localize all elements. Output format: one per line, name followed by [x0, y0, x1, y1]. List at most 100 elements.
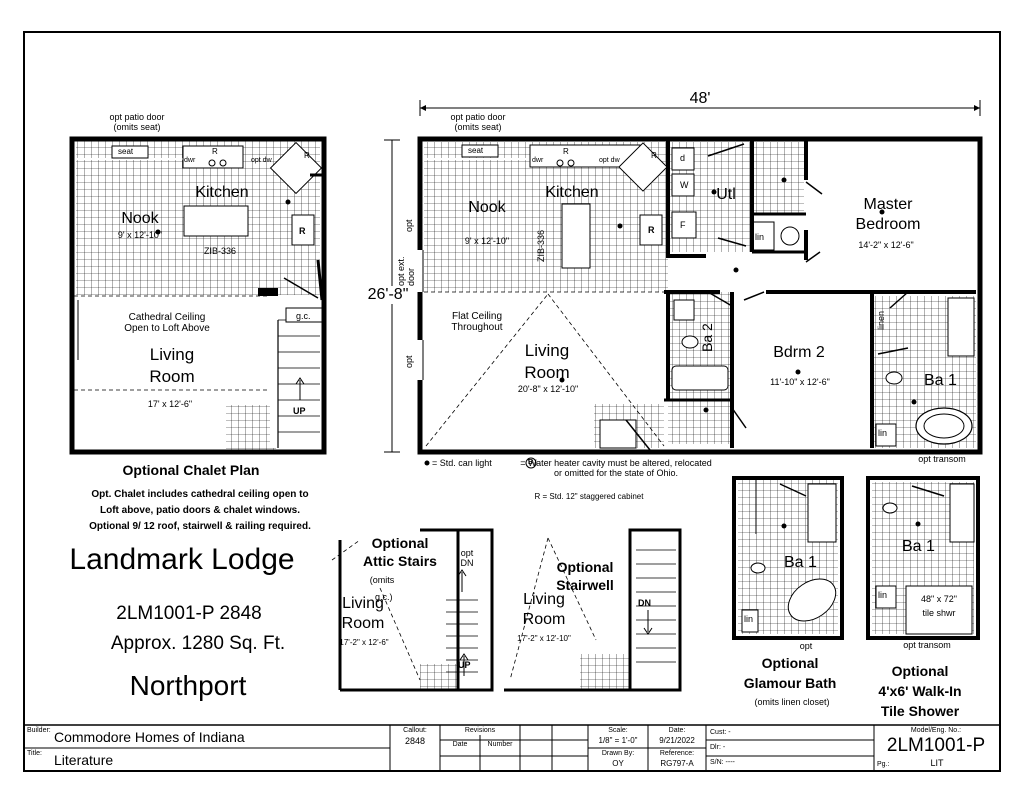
- main-opt-dw-label: opt dw: [599, 157, 620, 164]
- main-island: [561, 203, 591, 269]
- chalet-up-label: UP: [293, 406, 306, 416]
- legend-can-light: = Std. can light: [432, 458, 492, 468]
- chalet-seat-label: seat: [118, 147, 134, 156]
- chalet-plan-title: Optional Chalet Plan: [122, 462, 260, 478]
- legend-heater-note: = Water heater cavity must be altered, r…: [520, 458, 712, 478]
- legend-heater-symbol: B: [528, 459, 534, 466]
- product-series: Northport: [129, 670, 247, 701]
- chalet-living-dim: 17' x 12'-6": [147, 399, 193, 409]
- chalet-cabinet-r: R: [212, 147, 218, 156]
- walkin-bath-label: Ba 1: [902, 538, 935, 555]
- chalet-dwr-label: dwr: [184, 157, 196, 164]
- chalet-kitchen-label: Kitchen: [195, 184, 249, 201]
- bath-1-label: Ba 1: [924, 372, 957, 389]
- main-nook-dim: 9' x 12'-10": [464, 236, 510, 246]
- attic-up-label: UP: [458, 660, 471, 670]
- main-living-dim: 20'-8" x 12'-10": [517, 384, 579, 394]
- walkin-lin-label: lin: [878, 590, 888, 600]
- attic-living-dim: 17'-2" x 12'-6": [339, 638, 389, 647]
- title-value: Literature: [54, 752, 114, 768]
- main-nook-label: Nook: [468, 199, 506, 216]
- dealer-field: Dlr: -: [710, 744, 726, 751]
- chalet-notes: Opt. Chalet includes cathedral ceiling o…: [89, 489, 311, 532]
- bedroom-2-dim: 11'-10" x 12'-6": [770, 377, 830, 387]
- opt-window-label-2: opt: [404, 355, 414, 368]
- builder-value: Commodore Homes of Indiana: [54, 729, 245, 745]
- glamour-opt-label: opt: [799, 641, 813, 651]
- main-island-label: ZIB-336: [536, 229, 546, 262]
- bath-2-label: Ba 2: [699, 323, 715, 352]
- attic-stairs-note: (omits: [369, 575, 395, 585]
- drawn-by-value: OY: [612, 759, 624, 768]
- callout-value: 2848: [404, 736, 426, 746]
- date-value: 9/21/2022: [659, 736, 695, 745]
- utility-linen-label: lin: [755, 232, 765, 242]
- stairwell-plan: [504, 528, 682, 692]
- washer-label: W: [680, 180, 689, 190]
- utility-label: Utl: [716, 186, 736, 203]
- page-value: LIT: [930, 758, 944, 768]
- page-label: Pg.:: [877, 761, 890, 768]
- chalet-nook-dim: 9' x 12'-10": [117, 230, 163, 240]
- drawn-by-label: Drawn By:: [601, 750, 635, 757]
- main-kitchen-label: Kitchen: [545, 184, 599, 201]
- main-cabinet-r2: R: [651, 151, 657, 160]
- callout-label: Callout:: [403, 727, 427, 734]
- chalet-cabinet-r2: R: [304, 151, 310, 160]
- stairwell-living-dim: 17'-2" x 12'-10": [517, 634, 571, 643]
- builder-field-label: Builder:: [27, 727, 51, 734]
- main-range-label: R: [648, 225, 655, 235]
- product-name: Landmark Lodge: [69, 543, 295, 576]
- revisions-header: Revisions: [464, 727, 496, 734]
- revisions-date-header: Date: [452, 741, 468, 748]
- dryer-label: d: [680, 153, 686, 163]
- chalet-range-label: R: [299, 226, 306, 236]
- opt-ext-door-label: opt ext.door: [396, 256, 416, 286]
- main-patio-door-note: opt patio door(omits seat): [450, 112, 506, 132]
- bedroom-2-label: Bdrm 2: [773, 344, 825, 361]
- glamour-bath-label: Ba 1: [784, 554, 817, 571]
- master-bedroom-dim: 14'-2" x 12'-6": [858, 240, 914, 250]
- chalet-island: [183, 205, 249, 237]
- chalet-patio-door-note: opt patio door(omits seat): [109, 112, 165, 132]
- reference-label: Reference:: [659, 750, 695, 757]
- customer-field: Cust: -: [710, 729, 731, 736]
- main-dwr-label: dwr: [532, 157, 544, 164]
- chalet-opt-dw-label: opt dw: [251, 157, 272, 164]
- model-eng-value: 2LM1001-P: [886, 735, 986, 756]
- chalet-island-label: ZIB-336: [204, 246, 237, 256]
- title-block-grid: [23, 724, 1001, 772]
- scale-label: Scale:: [608, 727, 628, 734]
- product-sqft: Approx. 1280 Sq. Ft.: [110, 633, 286, 654]
- model-eng-label: Model/Eng. No.:: [910, 727, 962, 734]
- tile-shower-label: 48" x 72"tile shwr: [921, 594, 957, 618]
- glamour-bath-note: (omits linen closet): [754, 697, 830, 707]
- scale-value: 1/8" = 1'-0": [598, 736, 638, 745]
- title-field-label: Title:: [27, 750, 42, 757]
- bath-1-linen-label: linen: [876, 310, 886, 330]
- attic-gc-note: g.c.): [375, 592, 393, 602]
- main-cabinet-r: R: [563, 147, 569, 156]
- main-seat-label: seat: [468, 146, 484, 155]
- walk-in-shower-plan: [866, 476, 980, 640]
- glamour-bath-plan: [732, 476, 844, 640]
- bath-1-lin-label: lin: [878, 428, 888, 438]
- width-dimension: 48': [689, 90, 711, 107]
- revisions-number-header: Number: [487, 741, 513, 748]
- product-model-line: 2LM1001-P 2848: [116, 603, 262, 624]
- walkin-opt-transom: opt transom: [903, 640, 951, 650]
- attic-stairs-plan: [331, 528, 494, 692]
- chalet-gc-label: g.c.: [296, 311, 311, 321]
- main-plan: [384, 100, 983, 455]
